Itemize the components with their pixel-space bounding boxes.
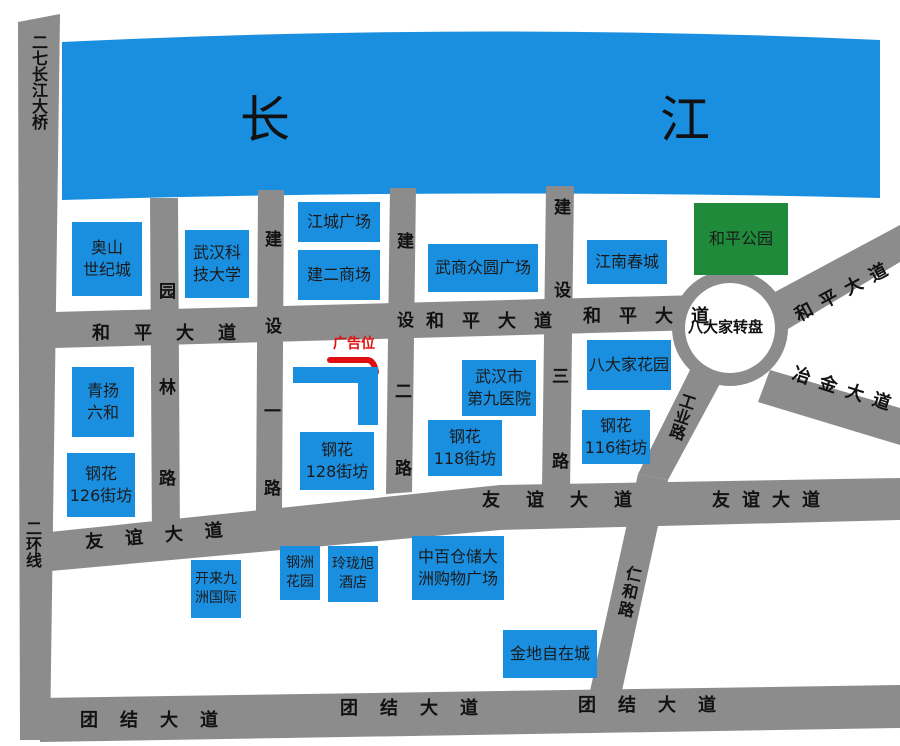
ad-label: 广告位 <box>333 336 375 352</box>
road-label-tuanjie-3: 团结大道 <box>578 695 738 716</box>
road-label-jianshe3-bottom: 三路 <box>548 367 568 537</box>
road-label-youyi-east: 友谊大道 <box>712 490 832 511</box>
road-label-second-ring: 二环线 <box>23 520 42 568</box>
road-label-heping-east: 和平大道 <box>583 306 727 327</box>
block-badajia-garden: 八大家花园 <box>587 340 671 390</box>
youyi-road <box>40 478 900 572</box>
block-kailai: 开来九 洲国际 <box>191 560 241 618</box>
block-jianer: 建二商场 <box>298 250 380 300</box>
road-label-jianshe1-bottom: 一路 <box>260 402 280 556</box>
yuanlin-road <box>150 198 180 544</box>
block-jindi: 金地自在城 <box>503 630 597 678</box>
jianshe1-road <box>256 190 284 512</box>
block-jiangcheng: 江城广场 <box>298 202 380 242</box>
block-aoshan: 奥山 世纪城 <box>72 222 142 296</box>
tuanjie-road <box>40 685 900 742</box>
roundabout-center <box>685 283 775 373</box>
heping-road <box>54 295 700 348</box>
river-label-right: 江 <box>660 91 710 149</box>
heping-ne-road <box>760 225 900 335</box>
block-jiangnan: 江南春城 <box>587 240 667 284</box>
river <box>62 31 880 201</box>
road-label-tuanjie-2: 团结大道 <box>340 698 500 719</box>
road-label-yuanlin-bottom: 林路 <box>155 378 175 560</box>
road-label-heping-west: 和平大道 <box>92 323 260 344</box>
block-ganghua-116: 钢花 116街坊 <box>582 410 650 464</box>
roundabout-label: 八大家转盘 <box>688 318 764 336</box>
road-label-tuanjie-1: 团结大道 <box>80 710 240 731</box>
block-ganghua-128: 钢花 128街坊 <box>300 432 374 490</box>
road-label-yuanlin-top: 园 <box>155 282 175 301</box>
road-label-jianshe2-bottom: 二路 <box>391 382 411 536</box>
block-l-shape <box>293 367 378 425</box>
road-label-jianshe2-top: 建设 <box>393 232 413 390</box>
yejin-road <box>758 370 900 445</box>
river-label-left: 长 <box>240 91 290 149</box>
road-label-bridge: 二七长江大桥 <box>29 34 48 130</box>
block-qingyang: 青扬 六和 <box>72 367 134 437</box>
road-label-youyi-mid: 友谊大道 <box>482 490 658 511</box>
block-ganghua-118: 钢花 118街坊 <box>428 420 502 476</box>
road-label-heping-mid: 和平大道 <box>426 311 570 332</box>
block-heping-park: 和平公园 <box>694 203 788 275</box>
block-wushang: 武商众圆广场 <box>428 244 538 292</box>
road-label-jianshe1-top: 建设 <box>261 230 281 404</box>
block-zhongbai: 中百仓储大 洲购物广场 <box>412 536 504 600</box>
block-gangzhou: 钢洲 花园 <box>280 546 320 600</box>
road-label-jianshe3-top: 建设 <box>550 198 570 364</box>
jianshe3-road <box>542 186 574 490</box>
block-jinlong-hotel: 玲珑旭 酒店 <box>328 546 378 602</box>
block-ganghua-126: 钢花 126街坊 <box>67 453 135 517</box>
block-whust: 武汉科 技大学 <box>185 230 249 298</box>
block-hospital: 武汉市 第九医院 <box>462 360 536 416</box>
gongye-road <box>638 370 722 480</box>
jianshe2-road <box>386 188 416 494</box>
renhe-road <box>588 474 668 700</box>
